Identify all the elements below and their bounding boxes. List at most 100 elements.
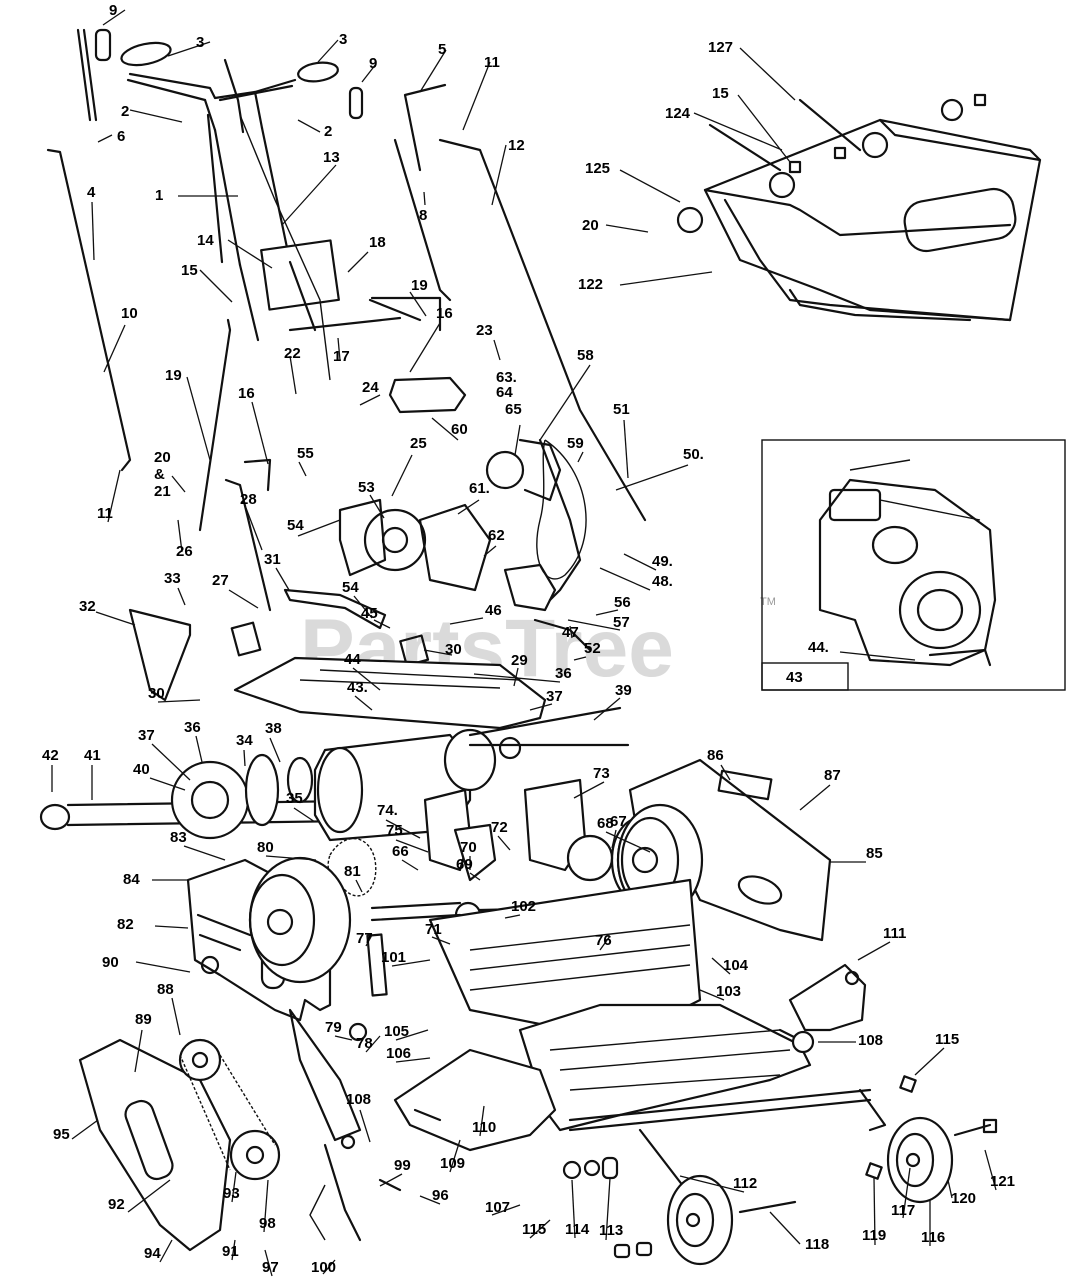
callout-label: 72 bbox=[491, 819, 508, 836]
leader-line bbox=[293, 807, 316, 823]
leader-line bbox=[334, 1035, 353, 1041]
callout-label: 25 bbox=[410, 435, 427, 452]
callout-label: 69 bbox=[456, 856, 473, 873]
leader-line bbox=[419, 1195, 441, 1205]
callout-label: 64 bbox=[496, 384, 513, 401]
leader-line bbox=[799, 784, 831, 811]
callout-label: 38 bbox=[265, 720, 282, 737]
leader-line bbox=[369, 494, 385, 519]
leader-line bbox=[395, 839, 429, 853]
leader-line bbox=[873, 1177, 876, 1246]
leader-line bbox=[769, 1211, 801, 1245]
callout-label: 124 bbox=[665, 105, 691, 122]
callout-label: 55 bbox=[297, 445, 314, 462]
leader-line bbox=[513, 667, 519, 687]
callout-label: 74. bbox=[377, 802, 398, 819]
leader-line bbox=[269, 737, 281, 763]
callout-label: 27 bbox=[212, 572, 229, 589]
callout-label: 50. bbox=[683, 446, 704, 463]
callout-label: 37 bbox=[138, 727, 155, 744]
callout-label: 31 bbox=[264, 551, 281, 568]
callout-label: 121 bbox=[990, 1173, 1015, 1190]
leader-line bbox=[595, 609, 619, 616]
leader-line bbox=[395, 1057, 431, 1063]
callout-label: 73 bbox=[593, 765, 610, 782]
callout-label: 118 bbox=[805, 1236, 829, 1253]
callout-label: 12 bbox=[508, 137, 525, 154]
callout-label: 117 bbox=[891, 1202, 915, 1219]
callout-label: 63. bbox=[496, 369, 517, 386]
leader-line bbox=[457, 499, 480, 515]
leader-line bbox=[167, 41, 211, 57]
leader-line bbox=[228, 589, 259, 609]
callout-label: 60 bbox=[451, 421, 468, 438]
leader-line bbox=[251, 401, 269, 465]
callout-label: 89 bbox=[135, 1011, 152, 1028]
callout-label: 14 bbox=[197, 232, 214, 249]
leader-line bbox=[298, 461, 307, 477]
leader-line bbox=[720, 764, 731, 781]
leader-line bbox=[473, 673, 561, 683]
callout-label: 3 bbox=[339, 31, 347, 48]
callout-label: 112 bbox=[733, 1175, 757, 1192]
leader-line bbox=[573, 781, 605, 799]
callout-label: 76 bbox=[595, 932, 612, 949]
callout-label: 61. bbox=[469, 480, 490, 497]
leader-line bbox=[227, 239, 273, 269]
callout-label: 84 bbox=[123, 871, 140, 888]
callout-label: 39 bbox=[615, 682, 632, 699]
leader-line bbox=[149, 777, 186, 791]
leader-line bbox=[605, 224, 649, 233]
leader-line bbox=[401, 859, 419, 871]
callout-label: 6 bbox=[117, 128, 125, 145]
callout-label: 98 bbox=[259, 1215, 276, 1232]
callout-label: 120 bbox=[951, 1190, 976, 1207]
callout-label: 104 bbox=[723, 957, 749, 974]
callout-label: 16 bbox=[238, 385, 255, 402]
leader-line bbox=[739, 47, 796, 101]
leader-line bbox=[423, 649, 453, 656]
leader-line bbox=[171, 997, 181, 1036]
leader-line bbox=[379, 1173, 403, 1187]
callout-label: 46 bbox=[485, 602, 502, 619]
leader-line bbox=[623, 553, 657, 571]
leader-line bbox=[491, 1204, 521, 1216]
callout-label: 101 bbox=[381, 949, 406, 966]
leader-line bbox=[199, 269, 233, 303]
front-plates bbox=[393, 963, 867, 1152]
callout-label: 106 bbox=[386, 1045, 411, 1062]
callout-label: 102 bbox=[511, 898, 536, 915]
callout-label: 26 bbox=[176, 543, 193, 560]
leader-line bbox=[605, 1177, 611, 1241]
leader-line bbox=[615, 464, 689, 491]
leader-line bbox=[419, 49, 447, 93]
handle-assembly bbox=[94, 28, 364, 381]
callout-label: 71 bbox=[425, 921, 442, 938]
callout-label: 105 bbox=[384, 1023, 409, 1040]
leader-line bbox=[154, 925, 189, 929]
leader-line bbox=[243, 749, 246, 767]
callout-label: 109 bbox=[440, 1155, 465, 1172]
leader-line bbox=[297, 519, 341, 537]
callout-label: 42 bbox=[42, 747, 59, 764]
leader-line bbox=[599, 935, 611, 951]
leader-line bbox=[449, 617, 484, 625]
hood bbox=[233, 656, 547, 730]
callout-label: 59 bbox=[567, 435, 584, 452]
callout-label: 30 bbox=[445, 641, 462, 658]
callout-label: 95 bbox=[53, 1126, 70, 1143]
callout-label: 75 bbox=[386, 822, 403, 839]
callout-label: 49. bbox=[652, 553, 673, 570]
callout-label: 66 bbox=[392, 843, 409, 860]
callout-label: 56 bbox=[614, 594, 631, 611]
leader-line bbox=[177, 519, 183, 553]
callout-label: 108 bbox=[858, 1032, 883, 1049]
leader-line bbox=[914, 1047, 945, 1076]
leader-line bbox=[514, 424, 521, 456]
watermark-tm: TM bbox=[760, 596, 776, 608]
callout-label: 19 bbox=[165, 367, 182, 384]
callout-label: 122 bbox=[578, 276, 603, 293]
callout-label: 21 bbox=[154, 483, 171, 500]
leader-line bbox=[385, 819, 421, 839]
